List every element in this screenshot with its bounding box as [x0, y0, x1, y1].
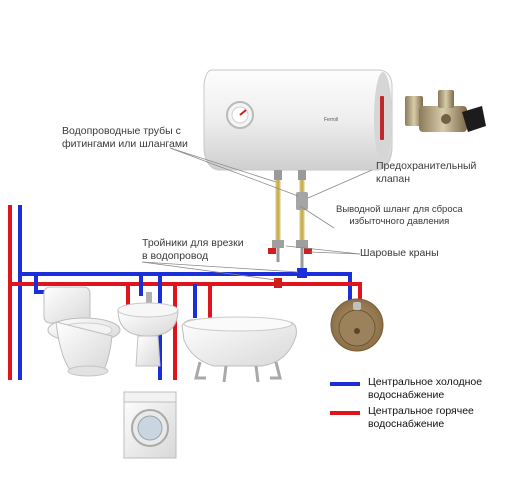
flex-hoses: [268, 180, 312, 272]
label-tees-line2: в водопровод: [142, 250, 209, 262]
label-safety-valve-line2: клапан: [376, 173, 411, 185]
ball-valve-hot-icon: [268, 248, 276, 254]
label-drain-hose: Выводной шланг для сброса избыточного да…: [336, 204, 463, 228]
bathtub-icon: [181, 316, 297, 383]
label-safety-valve: Предохранительный клапан: [376, 160, 476, 186]
label-tees: Тройники для врезки в водопровод: [142, 237, 244, 263]
label-pipes-line2: фитингами или шлангами: [62, 138, 188, 150]
thermometer-dial-icon: [226, 101, 254, 129]
label-ball-valves: Шаровые краны: [360, 247, 439, 259]
washbasin-icon: [117, 292, 179, 367]
leader-lines: [141, 147, 373, 281]
legend-cold-swatch: [330, 382, 360, 386]
legend-cold: Центральное холодное водоснабжение: [368, 376, 482, 402]
label-pipes: Водопроводные трубы с фитингами или шлан…: [62, 125, 188, 151]
label-pipes-line1: Водопроводные трубы с: [62, 125, 181, 137]
label-tees-line1: Тройники для врезки: [142, 237, 244, 249]
label-safety-valve-line1: Предохранительный: [376, 160, 477, 172]
label-drain-hose-line2: избыточного давления: [349, 216, 450, 227]
legend-hot-line1: Центральное горячее: [368, 405, 474, 417]
legend-hot-swatch: [330, 411, 360, 415]
safety-valve-icon: [405, 90, 486, 132]
label-drain-hose-line1: Выводной шланг для сброса: [336, 204, 463, 215]
legend-cold-line2: водоснабжение: [368, 389, 445, 401]
toilet-icon: [43, 286, 121, 377]
water-heater: Ferroli: [203, 69, 393, 180]
ball-valve-cold-icon: [304, 248, 312, 254]
washing-machine-icon: [123, 391, 177, 459]
heater-brand: Ferroli: [324, 117, 338, 123]
legend-hot-line2: водоснабжение: [368, 418, 445, 430]
kitchen-sink-icon: [330, 298, 384, 352]
legend-cold-line1: Центральное холодное: [368, 376, 483, 388]
legend-hot: Центральное горячее водоснабжение: [368, 405, 474, 431]
